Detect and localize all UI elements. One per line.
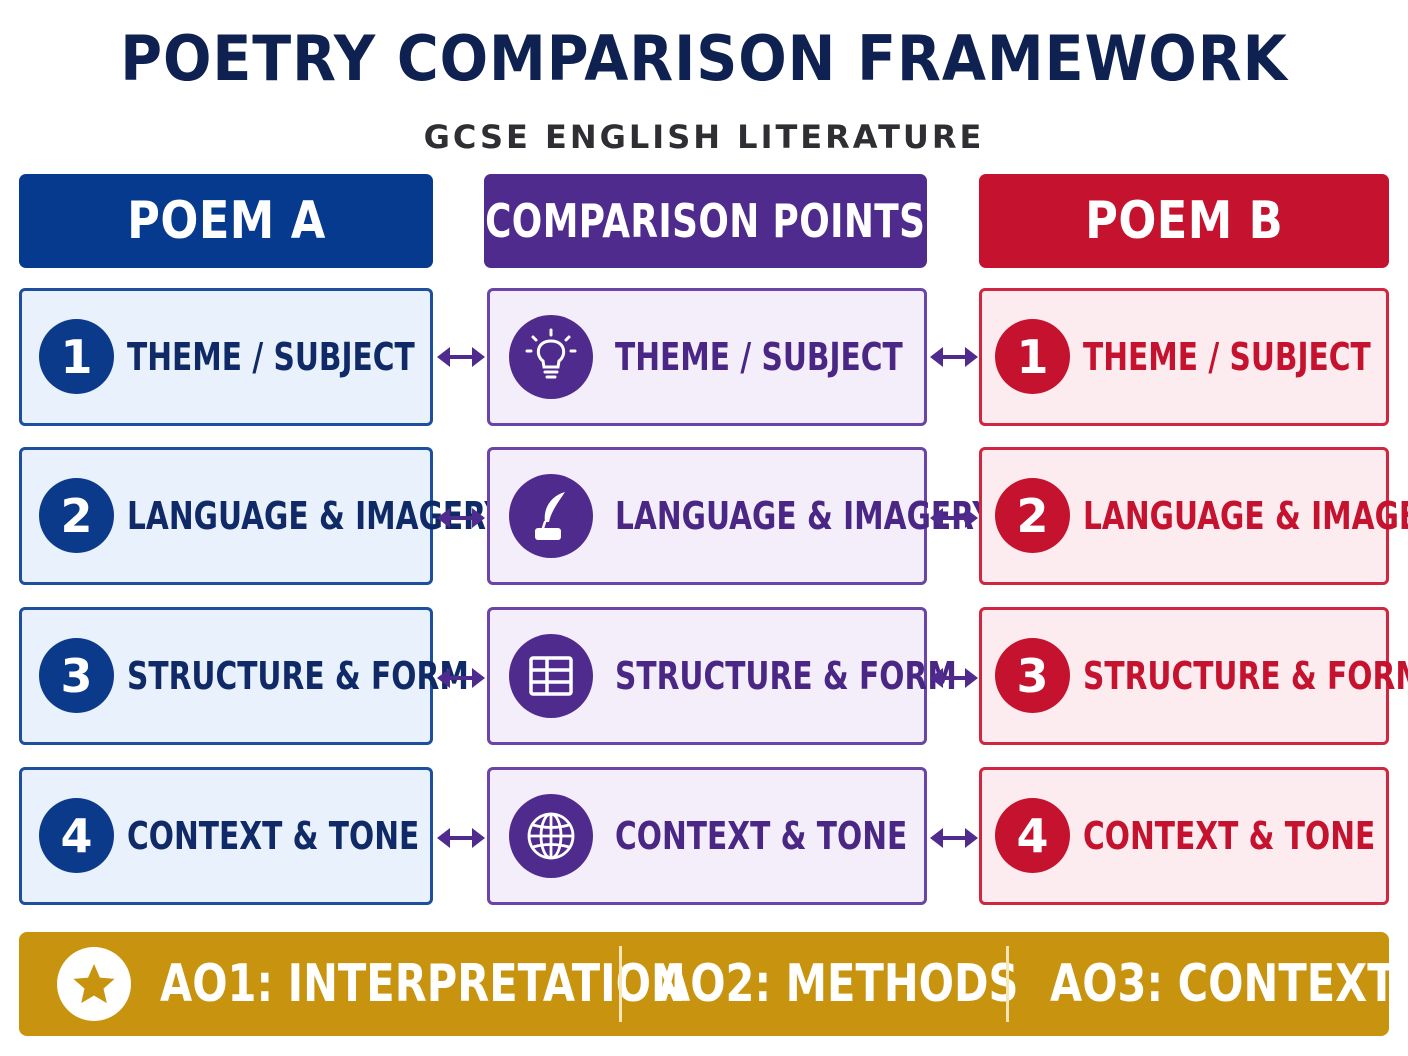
poem-b-header: POEM B [979,174,1389,268]
row-label: STRUCTURE & FORM [127,654,469,698]
poem-a-row-structure: 3 STRUCTURE & FORM [19,607,469,745]
number-badge: 1 [39,319,114,394]
comparison-row-structure: STRUCTURE & FORM [487,607,957,745]
quill-ink-icon [509,474,593,558]
assessment-objectives-bar: AO1: INTERPRETATION AO2: METHODS AO3: CO… [19,932,1396,1036]
poem-b-row-theme: 1 THEME / SUBJECT [979,288,1389,426]
double-arrow-icon [930,668,978,688]
row-label: THEME / SUBJECT [1083,335,1371,379]
page-title: POETRY COMPARISON FRAMEWORK [120,22,1288,95]
poem-a-header: POEM A [19,174,433,268]
row-label: CONTEXT & TONE [127,814,420,858]
row-label: STRUCTURE & FORM [615,654,957,698]
number-badge: 3 [39,638,114,713]
row-label: LANGUAGE & IMAGERY [615,494,994,538]
number-badge: 4 [39,798,114,873]
comparison-row-theme: THEME / SUBJECT [487,288,927,426]
number-badge: 2 [995,478,1070,553]
number-badge: 2 [39,478,114,553]
star-icon [57,947,131,1021]
double-arrow-icon [930,347,978,367]
double-arrow-icon [930,508,978,528]
globe-icon [509,794,593,878]
comparison-points-header: COMPARISON POINTS [484,174,927,268]
page-subtitle: GCSE ENGLISH LITERATURE [423,118,985,156]
poem-a-row-language: 2 LANGUAGE & IMAGERY [19,447,506,585]
comparison-row-language: LANGUAGE & IMAGERY [487,447,994,585]
number-badge: 4 [995,798,1070,873]
double-arrow-icon [437,508,485,528]
number-badge: 3 [995,638,1070,713]
number-badge: 1 [995,319,1070,394]
row-label: CONTEXT & TONE [1083,814,1376,858]
row-label: STRUCTURE & FORM [1083,654,1408,698]
poem-b-row-context: 4 CONTEXT & TONE [979,767,1389,905]
double-arrow-icon [437,347,485,367]
row-label: LANGUAGE & IMAGERY [1083,494,1408,538]
ao3-label: AO3: CONTEXT [1050,954,1396,1014]
row-label: THEME / SUBJECT [127,335,415,379]
row-label: CONTEXT & TONE [615,814,908,858]
poem-b-row-structure: 3 STRUCTURE & FORM [979,607,1408,745]
grid-table-icon [509,634,593,718]
ao1-label: AO1: INTERPRETATION [160,954,686,1014]
divider [619,946,622,1022]
poem-b-row-language: 2 LANGUAGE & IMAGERY [979,447,1408,585]
double-arrow-icon [930,828,978,848]
poem-a-row-theme: 1 THEME / SUBJECT [19,288,433,426]
poem-a-row-context: 4 CONTEXT & TONE [19,767,433,905]
ao2-label: AO2: METHODS [658,954,1019,1014]
row-label: THEME / SUBJECT [615,335,903,379]
comparison-row-context: CONTEXT & TONE [487,767,927,905]
divider [1006,946,1009,1022]
double-arrow-icon [437,828,485,848]
lightbulb-icon [509,315,593,399]
double-arrow-icon [437,668,485,688]
